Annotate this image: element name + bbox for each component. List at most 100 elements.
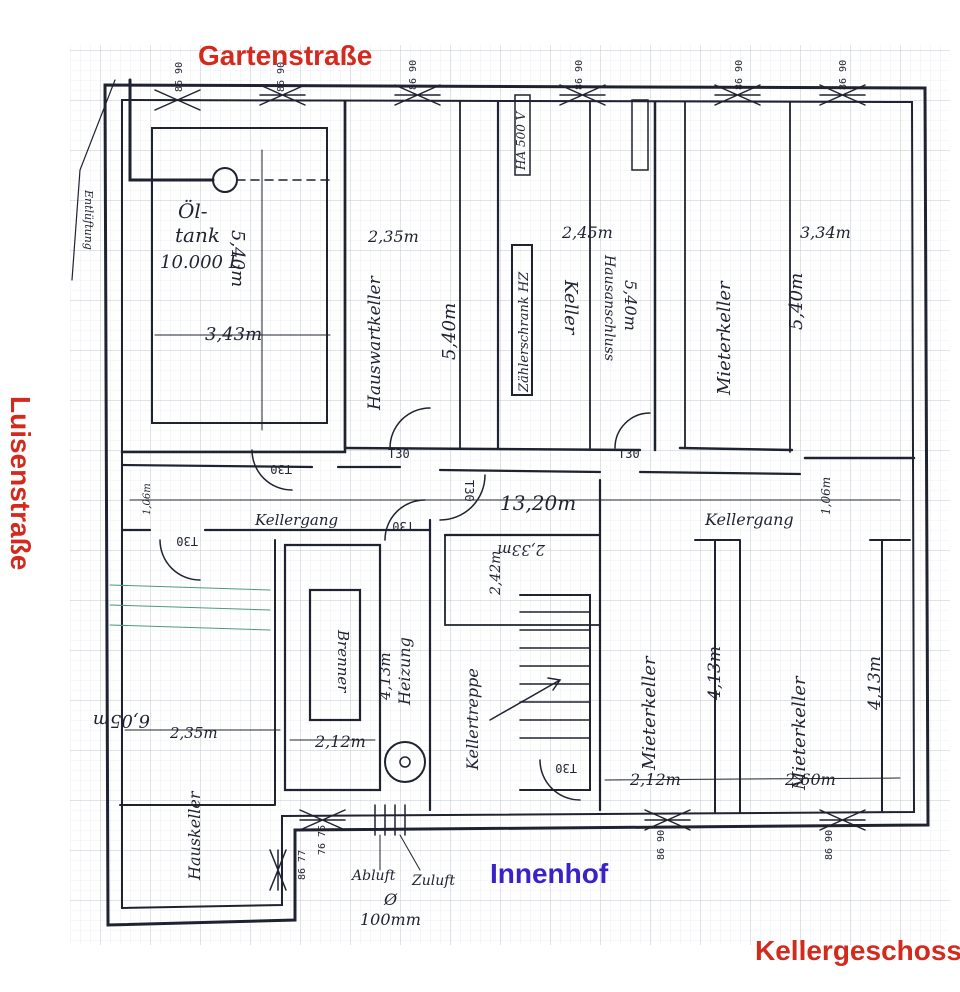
chimney-inner [399, 756, 411, 768]
heating-room [283, 543, 382, 792]
duct-size: 100mm [360, 910, 421, 929]
room-mieterkeller-2: Mieterkeller [639, 655, 660, 771]
outer-wall [103, 83, 930, 927]
room-hausanschluss: Hausanschluss [601, 254, 617, 361]
stamp [109, 584, 271, 631]
door-arc-1 [251, 449, 293, 491]
win-dim-1: 86 90 [174, 62, 185, 92]
dim-hw-w: 2,35m [367, 227, 419, 246]
burner [308, 588, 362, 722]
door-t30-2: T30 [388, 447, 410, 461]
tank-width: 3,43m [205, 324, 262, 345]
graph-paper [70, 45, 950, 945]
dim-hauskeller-h: 6,05m [93, 710, 150, 731]
dim-corridor-len: 13,20m [500, 491, 576, 515]
dim-bottom [604, 777, 901, 781]
dim-k3-w: 3,34m [800, 223, 851, 242]
door-arc-4 [439, 474, 486, 521]
duct-diameter: Ø [383, 890, 398, 909]
door-t30-3: T30 [618, 447, 640, 461]
win-dim-5: 86 90 [734, 60, 745, 90]
room-kellertreppe: Kellertreppe [463, 668, 482, 771]
north-rooms-bottom [343, 446, 916, 460]
tank-height: 5,40m [227, 230, 248, 287]
plan-title: Kellergeschoss [755, 935, 960, 966]
dim-242: 2,42m [488, 551, 504, 596]
dim-mk3-w: 2,60m [784, 770, 836, 789]
door-t30-1: T30 [270, 462, 292, 476]
dim-mk3-h: 4,13m [865, 656, 885, 711]
dim-mk2-h: 4,13m [705, 646, 725, 701]
room-keller: Keller [560, 279, 581, 336]
dim-mk2-w: 2,12m [629, 770, 681, 789]
win-dim-9: 86 77 [297, 850, 308, 880]
abluft-label: Abluft [350, 868, 396, 884]
door-t30-5: T30 [176, 534, 198, 548]
win-dim-10: 76 75 [317, 825, 328, 855]
room-zaehlerschrank: Zählerschrank HZ [517, 271, 532, 393]
street-west: Luisenstraße [5, 396, 36, 571]
meter-cabinet [511, 244, 533, 396]
door-arc-6 [384, 499, 426, 541]
room-ha: HA 500 V [514, 110, 528, 171]
windows [154, 84, 866, 891]
dim-k2-h: 5,40m [621, 280, 640, 331]
dim-corr-h-1: 1,06m [142, 483, 153, 515]
riser [631, 99, 649, 171]
door-arc-5 [159, 539, 201, 581]
room-mieterkeller-3: Mieterkeller [789, 675, 810, 791]
win-dim-7: 86 90 [656, 830, 667, 860]
corridor-bottom [120, 528, 602, 537]
dim-k3-h: 5,40m [786, 273, 807, 330]
door-arc-2 [389, 407, 431, 449]
oiltank-line1: Öl- [178, 198, 208, 223]
vent-label: Entlüftung [82, 189, 95, 250]
dim-heizung-w: 2,12m [314, 732, 366, 751]
win-dim-3: 86 90 [408, 60, 419, 90]
door-t30-6: T30 [392, 519, 414, 533]
room-heizung: Heizung [395, 637, 414, 706]
duct-pipes [374, 804, 406, 836]
ha-box [514, 94, 531, 176]
stair-outline [519, 594, 591, 791]
room-brenner: Brenner [334, 629, 352, 693]
oiltank-line3: 10.000 L [160, 252, 241, 273]
zuluft-label: Zuluft [411, 873, 455, 889]
dim-hauskeller-w: 2,35m [169, 724, 218, 742]
wall-m [869, 539, 911, 813]
door-t30-4: T30 [462, 480, 476, 502]
wall-j [444, 534, 601, 626]
dim-k2-w: 2,45m [561, 223, 613, 242]
wall-l [694, 539, 741, 813]
win-dim-8: 86 90 [824, 830, 835, 860]
vent-line [71, 79, 116, 281]
stair-steps [519, 611, 591, 739]
door-t30-7: T30 [555, 761, 577, 775]
oil-tank [151, 127, 328, 424]
dim-hw-h: 5,40m [439, 303, 460, 360]
oiltank-line2: tank [175, 223, 220, 247]
dim-corr-h-2: 1,06m [819, 477, 833, 515]
chimney [384, 741, 426, 783]
door-arc-3 [614, 412, 651, 449]
win-dim-6: 86 90 [838, 60, 849, 90]
win-dim-4: 86 90 [574, 60, 585, 90]
corridor-label-1: Kellergang [254, 511, 338, 529]
street-north: Gartenstraße [198, 40, 373, 71]
room-hauswartkeller: Hauswartkeller [365, 275, 385, 411]
wall-h [119, 539, 276, 806]
dim-heizung-h: 4,13m [376, 652, 394, 701]
corridor-label-2: Kellergang [704, 510, 794, 529]
duct-leaders [379, 834, 421, 871]
stair-arrow [489, 677, 562, 721]
tank-pipe [128, 78, 215, 182]
door-arc-7 [539, 759, 581, 801]
corridor-top [120, 463, 802, 476]
win-dim-2: 86 90 [276, 62, 287, 92]
room-mieterkeller-1: Mieterkeller [714, 280, 735, 396]
yard-label: Innenhof [490, 858, 609, 889]
inner-outer-wall [121, 98, 916, 910]
room-hauskeller: Hauskeller [185, 790, 204, 881]
